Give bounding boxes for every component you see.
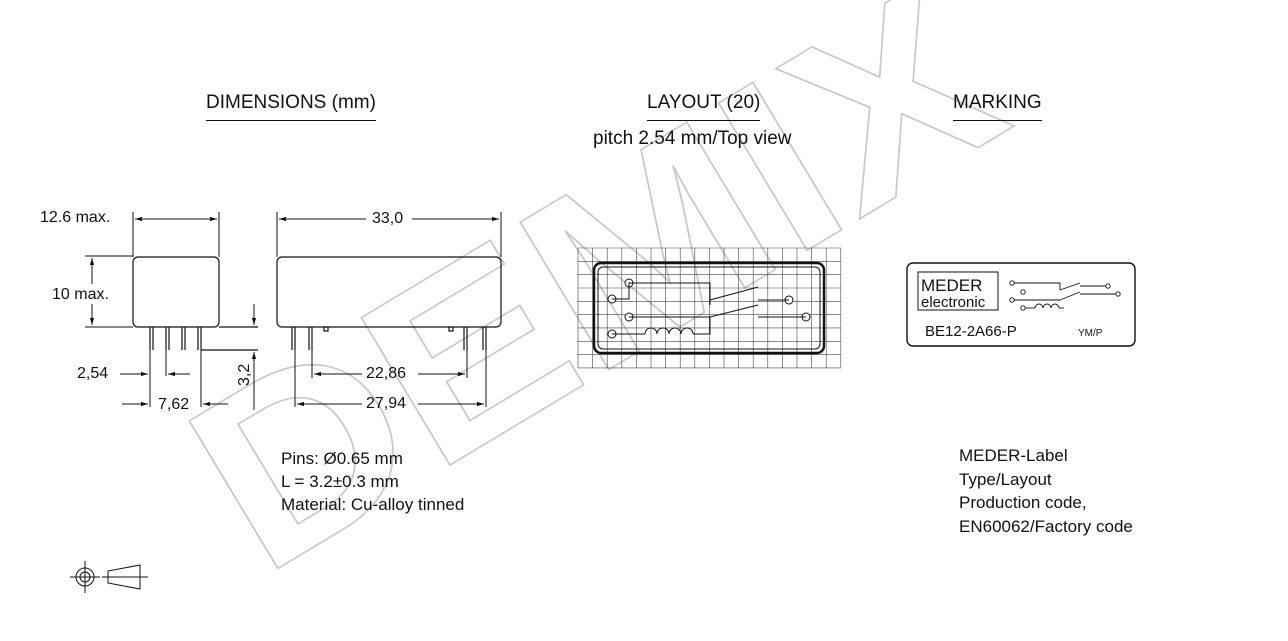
projection-symbol-icon bbox=[70, 561, 148, 593]
front-view bbox=[276, 212, 502, 407]
pin-notes: Pins: Ø0.65 mm L = 3.2±0.3 mm Material: … bbox=[281, 447, 464, 516]
dim-row-spacing: 7,62 bbox=[158, 396, 190, 413]
label-brand-line1: MEDER bbox=[921, 276, 982, 295]
layout-outline bbox=[592, 261, 826, 355]
layout-grid bbox=[577, 247, 842, 369]
label-brand-line2: electronic bbox=[921, 294, 986, 311]
pin-note: Material: Cu-alloy tinned bbox=[281, 495, 465, 514]
layout-heading: LAYOUT (20) bbox=[647, 92, 761, 121]
label-part-number: BE12-2A66-P bbox=[925, 323, 1017, 340]
dim-pitch: 2,54 bbox=[77, 365, 109, 382]
marking-note: MEDER-Label bbox=[959, 446, 1068, 465]
marking-note: EN60062/Factory code bbox=[959, 516, 1133, 536]
dim-pin-span-inner: 22,86 bbox=[366, 365, 407, 382]
brand-box bbox=[917, 271, 999, 311]
dim-length: 33,0 bbox=[372, 210, 404, 227]
front-view-body bbox=[276, 256, 502, 328]
layout-subheading: pitch 2.54 mm/Top view bbox=[593, 128, 792, 149]
marking-note: Production code, bbox=[959, 493, 1087, 512]
side-view bbox=[85, 212, 258, 410]
dimensions-heading: DIMENSIONS (mm) bbox=[206, 92, 376, 121]
dim-pin-span-outer: 27,94 bbox=[366, 395, 407, 412]
pin-note: L = 3.2±0.3 mm bbox=[281, 472, 399, 491]
pin-note: Pins: Ø0.65 mm bbox=[281, 449, 403, 468]
label-code: YM/P bbox=[1078, 328, 1103, 339]
label-outline bbox=[906, 262, 1136, 347]
marking-note: Type/Layout bbox=[959, 469, 1052, 489]
dim-height-overall: 12.6 max. bbox=[40, 209, 111, 226]
side-view-body bbox=[132, 256, 220, 328]
marking-notes: MEDER-Label Type/Layout Production code,… bbox=[959, 444, 1133, 538]
marking-label bbox=[906, 262, 1136, 347]
marking-heading: MARKING bbox=[953, 92, 1042, 121]
dim-body-height: 10 max. bbox=[52, 286, 109, 303]
